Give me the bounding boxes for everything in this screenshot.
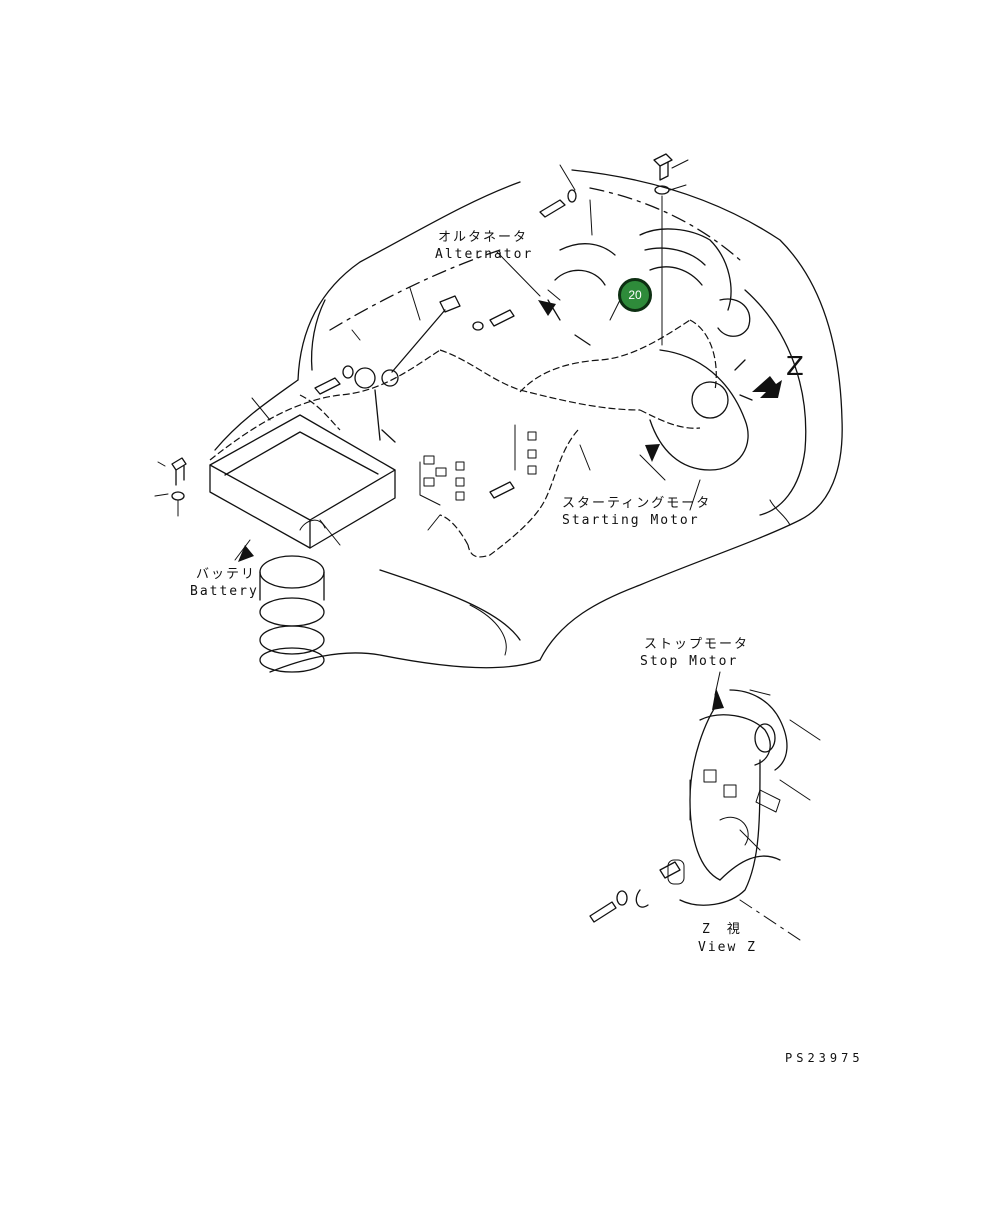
battery-mount xyxy=(209,414,396,673)
lever-assembly xyxy=(354,295,461,443)
label-stop-motor-en: Stop Motor xyxy=(640,654,739,669)
label-view-z-en: View Z xyxy=(698,940,757,955)
label-alternator-jp: オルタネータ xyxy=(438,230,529,245)
label-view-z-jp: Z 視 xyxy=(702,922,742,937)
label-battery-jp: バッテリ xyxy=(196,567,257,582)
label-alternator-en: Alternator xyxy=(435,247,534,262)
leader-lines xyxy=(234,251,721,696)
drawing-number: PS23975 xyxy=(785,1051,864,1065)
label-starting-motor-en: Starting Motor xyxy=(562,513,700,528)
bolts-and-washers xyxy=(154,153,689,517)
engine-block xyxy=(547,228,753,471)
wiring-harness xyxy=(209,319,717,558)
view-z-detail xyxy=(589,689,821,941)
label-stop-motor-jp: ストップモータ xyxy=(644,637,750,652)
callout-20[interactable]: 20 xyxy=(618,278,652,312)
z-marker: Z xyxy=(786,352,804,382)
label-battery-en: Battery xyxy=(190,584,259,599)
arrows xyxy=(238,300,782,710)
label-starting-motor-jp: スターティングモータ xyxy=(562,496,712,511)
chassis-outline xyxy=(214,169,843,673)
